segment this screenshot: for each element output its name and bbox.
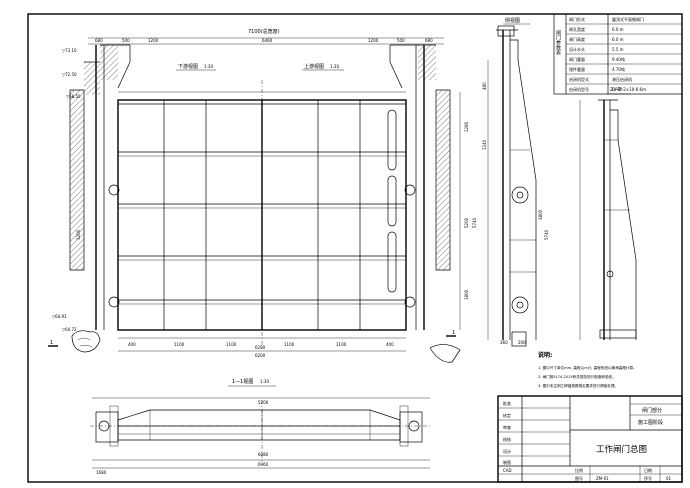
downstream-view-label: 下游视图 [178, 63, 198, 70]
tb-scale-label: 比例 [575, 467, 583, 473]
spec-label-6: 埋件重量 [569, 66, 585, 72]
overall-width-label: 7100(总宽度) [248, 28, 280, 35]
upstream-view-label: 上游视图 [304, 63, 324, 70]
plan-view-scale: 1:30 [260, 379, 269, 384]
elevation-lower-left: ▽64.91 [52, 314, 67, 319]
sheet-border [27, 13, 683, 483]
side-dim-4: 3800 [538, 209, 543, 220]
upstream-view-scale: 1:30 [330, 64, 339, 69]
section-2-2-title: 2—2 [610, 87, 621, 93]
tb-label-review: 审查 [503, 424, 511, 430]
note-line-2: 2. 闸门按SL74-2013有关规范进行制造和验收。 [538, 374, 616, 379]
note-line-1: 1. 图中尺寸单位mm, 高程以m计, 高程系统以黄海高程计算。 [538, 365, 637, 370]
tb-sheet-label: 序号 [644, 475, 652, 481]
spec-value-8: QPPY-2×10-6.6m [612, 87, 646, 92]
dim-right-2: 5200 [464, 217, 469, 228]
title-block: 批准 核定 审查 校核 设计 制图 CAD 闸门部分 施工图阶段 工作闸门总图 … [497, 395, 683, 483]
spec-value-4: 5.5 m [612, 47, 624, 52]
dim-right-4: 1800 [464, 289, 469, 300]
spec-label-5: 闸门重量 [569, 56, 585, 62]
dim-bottom-4: 1100 [284, 342, 295, 347]
elevation-middle-left: ▽68.50 [66, 94, 81, 99]
tb-label-check: 校核 [503, 436, 511, 442]
downstream-view-scale: 1:30 [204, 64, 213, 69]
spec-label-2: 闸孔宽度 [569, 26, 585, 32]
plan-dim-4: 1680 [96, 470, 107, 475]
dim-top-4: 6460 [262, 38, 273, 43]
tb-drawing-title: 工作闸门总图 [596, 444, 647, 455]
spec-value-5: 9.40吨 [612, 56, 625, 62]
dim-bottom-3: 1100 [226, 342, 237, 347]
spec-label-1: 闸门形式 [569, 16, 585, 22]
spec-value-3: 6.0 m [612, 37, 624, 42]
notes: 说明: 1. 图中尺寸单位mm, 高程以m计, 高程系统以黄海高程计算。 2. … [538, 351, 637, 388]
elevation-top-left: ▽73.10 [62, 48, 77, 53]
side-dim-2: 1240 [482, 139, 487, 150]
tb-sheet-no: 01 [666, 476, 672, 481]
tb-drawing-no: ZM-01 [596, 476, 609, 481]
side-view-title: 侧视图 [505, 17, 520, 24]
tb-label-draw: 制图 [503, 459, 511, 465]
notes-title: 说明: [538, 351, 552, 359]
dim-bottom-total-1: 6280 [255, 345, 266, 350]
spec-label-4: 设计水头 [569, 46, 585, 52]
spec-label-8: 启闭机型号 [569, 86, 589, 92]
spec-value-2: 6.0 m [612, 27, 624, 32]
dim-left-1: 3200 [76, 229, 81, 240]
note-line-3: 3. 图中未注明之焊缝按照规定要求进行焊接处理。 [538, 383, 618, 388]
spec-value-1: 露顶式平面钢闸门 [612, 16, 644, 22]
tb-date-label: 日期 [644, 467, 652, 473]
tb-project-line-1: 闸门部分 [642, 407, 662, 414]
dim-top-6: 500 [397, 38, 405, 43]
elevation-bottom-left: ▽64.72 [62, 327, 77, 332]
plan-dim-2: 6080 [258, 452, 269, 457]
dim-top-7: 680 [425, 38, 433, 43]
plan-dim-1: 5200 [258, 400, 269, 405]
dim-right-1: 1280 [464, 121, 469, 132]
spec-label-7: 启闭机型式 [569, 76, 589, 82]
dim-top-3: 1200 [148, 38, 159, 43]
spec-value-7: 液压启闭机 [612, 76, 632, 82]
side-dim-3: 5740 [544, 229, 549, 240]
dim-top-2: 500 [122, 38, 130, 43]
section-mark-left: 1 [50, 340, 53, 346]
front-view: 7100(总宽度) 680 500 1200 6460 1200 500 680 [48, 28, 477, 363]
dim-bottom-6: 400 [386, 342, 394, 347]
dim-right-3: 5740 [472, 217, 477, 228]
dim-bottom-total-2: 6200 [255, 353, 266, 358]
spec-group-label: 闸门参数表 [555, 29, 561, 56]
tb-label-cad: CAD [503, 468, 512, 473]
spec-table: 闸门参数表 闸门形式 露顶式平面钢闸门 闸孔宽度 6.0 m 闸门高度 6.0 … [553, 13, 683, 95]
side-view: 侧视图 480 1240 5740 3800 360 200 2—2 [482, 17, 637, 347]
elevation-upper-left: ▽72.50 [62, 72, 77, 77]
spec-value-6: 4.70吨 [612, 66, 625, 72]
side-dim-6: 200 [518, 340, 526, 345]
dim-top-1: 680 [95, 38, 103, 43]
side-dim-5: 360 [500, 340, 508, 345]
tb-drawing-no-label: 图号 [575, 475, 583, 481]
plan-dim-3: 6960 [258, 462, 269, 467]
dim-bottom-1: 400 [128, 342, 136, 347]
spec-label-3: 闸门高度 [569, 36, 585, 42]
tb-label-verify: 核定 [503, 412, 511, 418]
dim-bottom-2: 1100 [174, 342, 185, 347]
tb-label-design: 设计 [503, 448, 511, 454]
tb-project-line-2: 施工图阶段 [638, 419, 663, 426]
plan-view-title: 1—1视图 [232, 378, 253, 385]
section-mark-right: 1 [452, 330, 455, 336]
side-dim-1: 480 [482, 82, 487, 90]
tb-label-approve: 批准 [503, 400, 511, 406]
dim-bottom-5: 1100 [336, 342, 347, 347]
dim-top-5: 1200 [368, 38, 379, 43]
plan-view: 1—1视图 1:30 5200 6080 6960 1680 [90, 378, 432, 475]
